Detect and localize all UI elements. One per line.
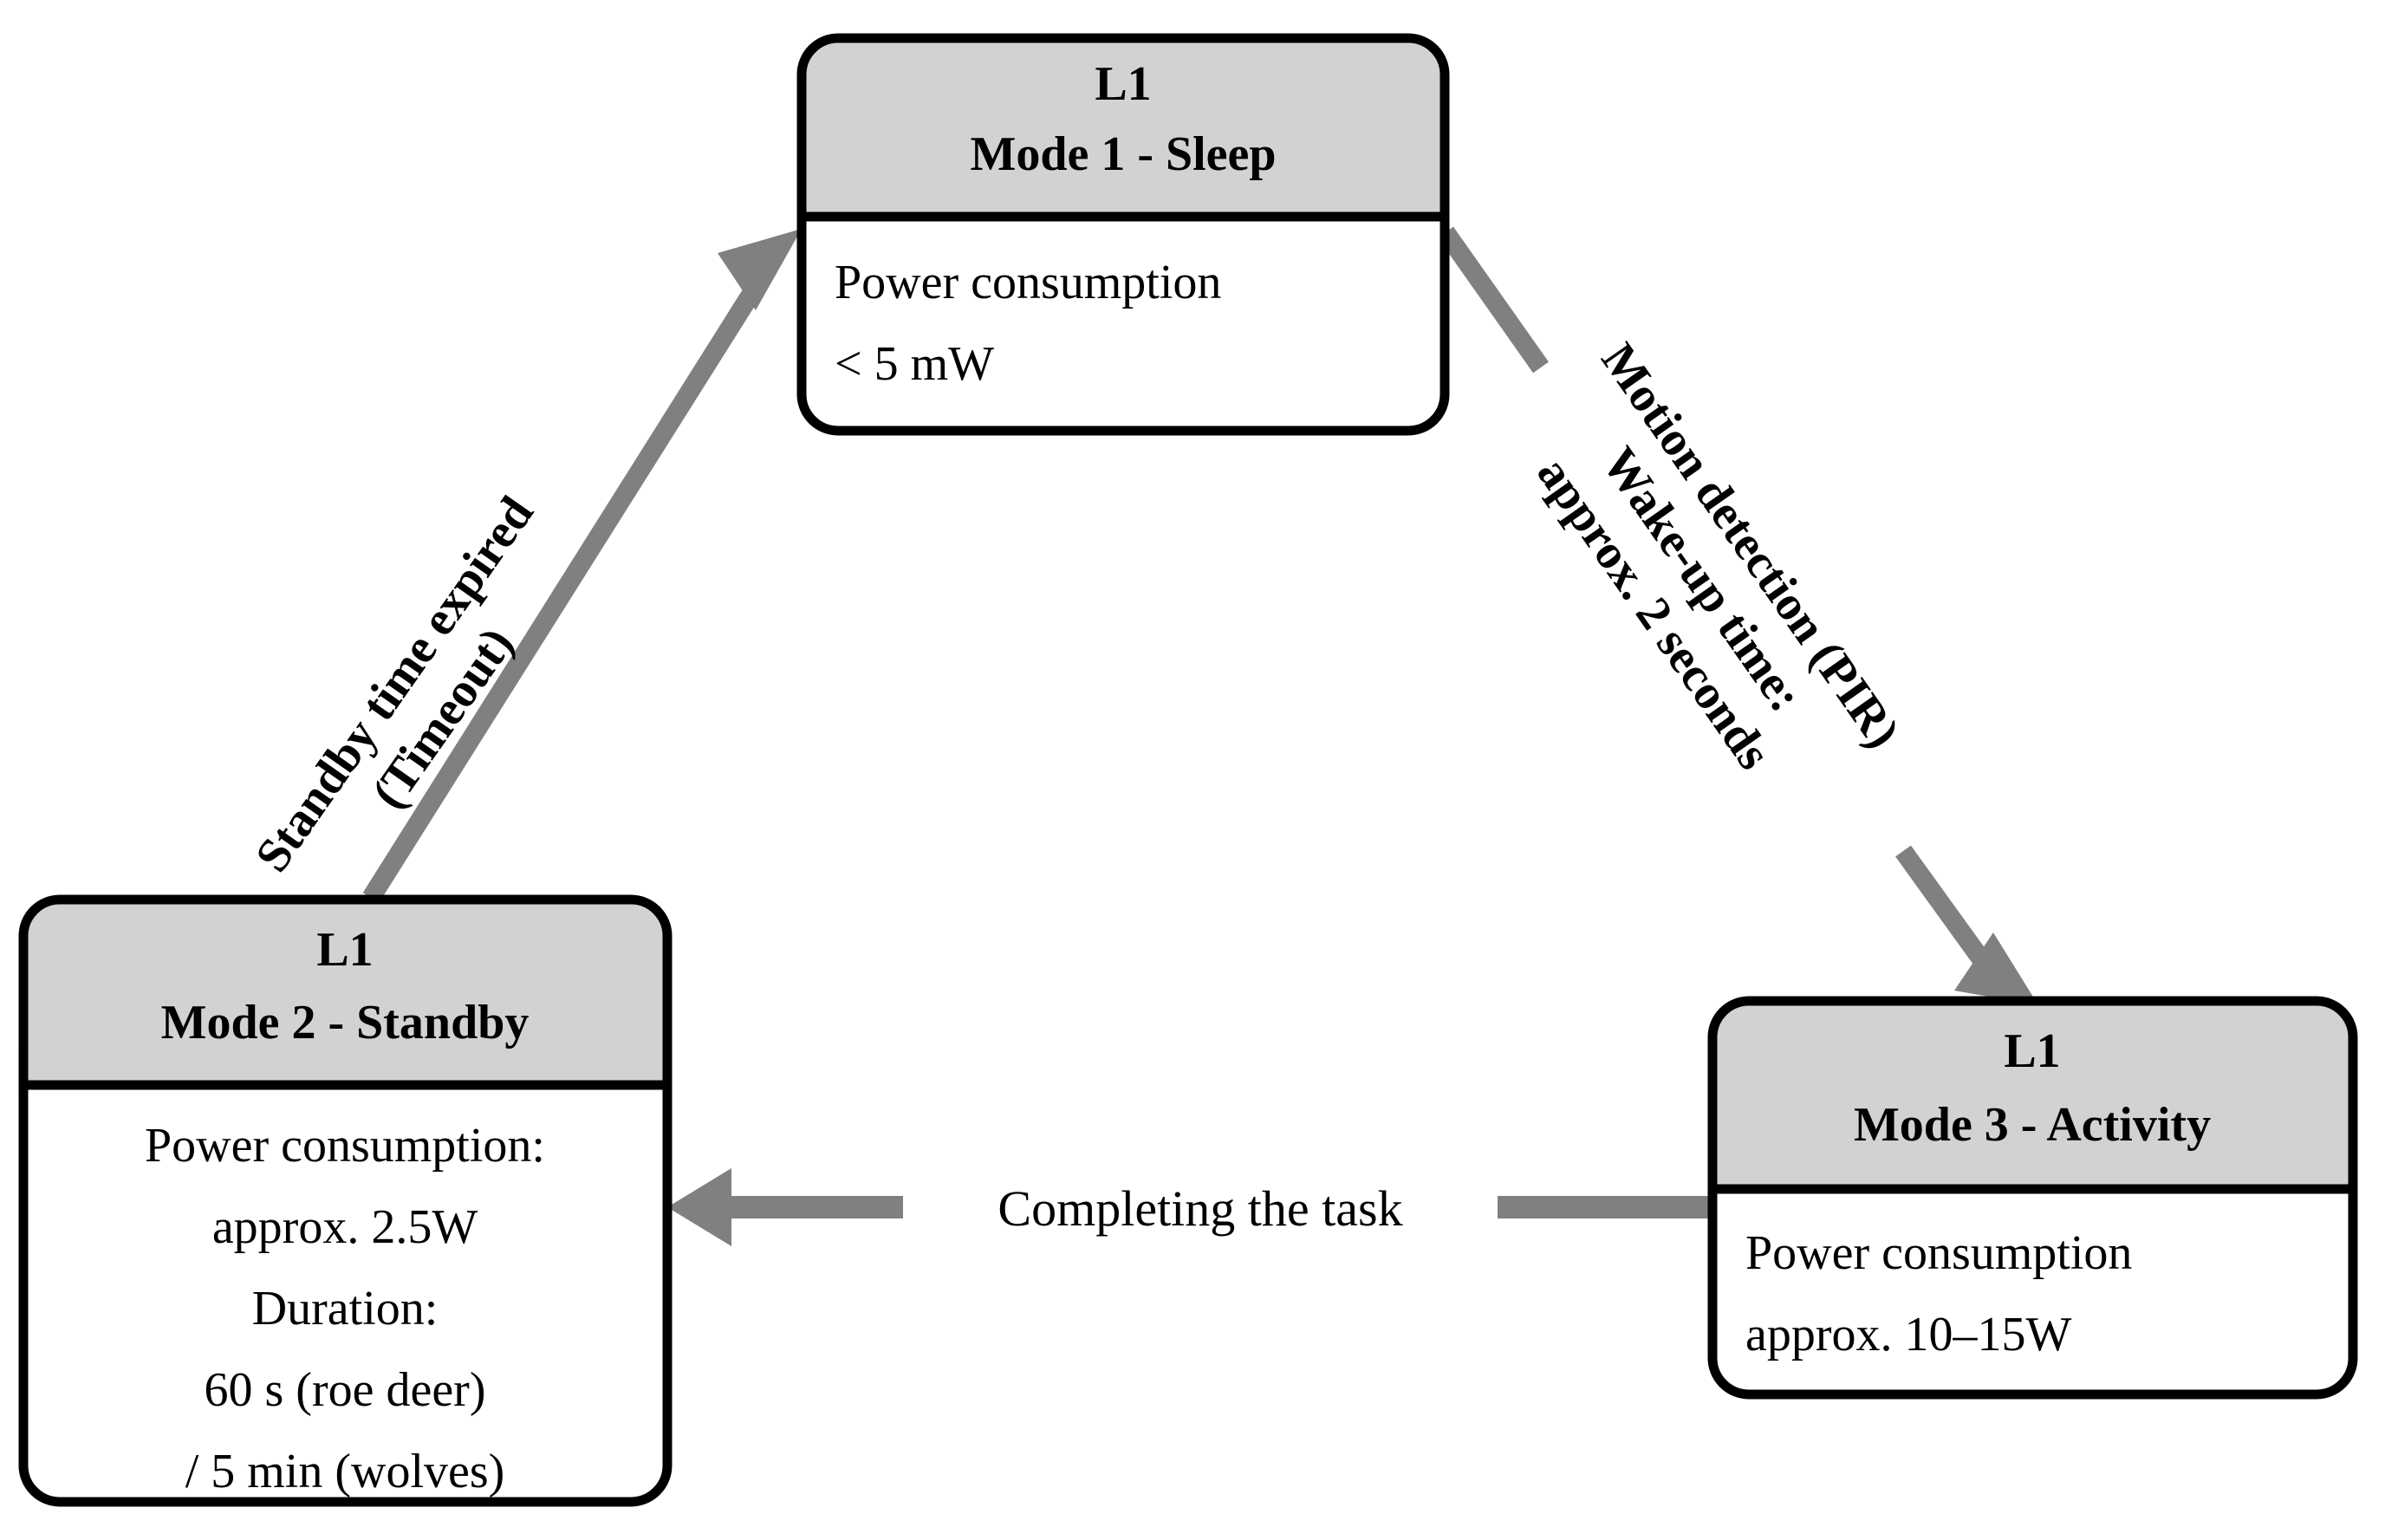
node-standby-body-line4: 60 s (roe deer) <box>205 1363 486 1417</box>
node-standby-border <box>18 894 673 1507</box>
node-sleep-body-line2: < 5 mW <box>835 337 994 391</box>
node-standby-body-line2: approx. 2.5W <box>212 1200 478 1254</box>
edge-standby-to-sleep-arrowhead <box>718 229 802 310</box>
node-activity-header-line2: Mode 3 - Activity <box>1854 1098 2211 1152</box>
node-standby-header-fill <box>23 900 667 1085</box>
node-sleep-border <box>796 33 1450 436</box>
node-mode-3-activity[interactable]: L1 Mode 3 - Activity Power consumption a… <box>1707 996 2358 1400</box>
node-mode-1-sleep[interactable]: L1 Mode 1 - Sleep Power consumption < 5 … <box>796 33 1450 436</box>
node-standby-body-line1: Power consumption: <box>145 1119 545 1173</box>
node-sleep-body-line1: Power consumption <box>835 256 1221 309</box>
node-standby-body-line3: Duration: <box>252 1282 439 1335</box>
edge-standby-to-sleep: Standby time expired (Timeout) <box>245 229 802 903</box>
node-sleep-header-line1: L1 <box>1095 57 1151 111</box>
edge-activity-to-standby: Completing the task <box>667 1168 1730 1246</box>
node-sleep-header-fill <box>802 38 1445 217</box>
node-activity-header-line1: L1 <box>2004 1024 2060 1078</box>
edge-activity-to-standby-label: Completing the task <box>998 1180 1402 1237</box>
edge-sleep-to-activity-line-upper <box>1438 226 1549 374</box>
edge-standby-to-sleep-line <box>362 270 771 903</box>
node-standby-header-line2: Mode 2 - Standby <box>161 996 530 1049</box>
node-activity-header-fill <box>1712 1001 2353 1189</box>
node-standby-header-line1: L1 <box>316 923 373 977</box>
edge-activity-to-standby-arrowhead <box>667 1168 731 1246</box>
node-standby-body-line5: / 5 min (wolves) <box>185 1445 505 1498</box>
edge-sleep-to-activity-arrowhead <box>1954 932 2038 1005</box>
node-activity-body-line2: approx. 10–15W <box>1745 1308 2072 1361</box>
node-activity-body-line1: Power consumption <box>1745 1226 2132 1280</box>
node-sleep-header-line2: Mode 1 - Sleep <box>970 127 1276 181</box>
node-mode-2-standby[interactable]: L1 Mode 2 - Standby Power consumption: a… <box>18 894 673 1507</box>
edge-sleep-to-activity: Motion detection (PIR) Wake-up time: app… <box>1438 226 2038 1005</box>
node-activity-border <box>1707 996 2358 1400</box>
